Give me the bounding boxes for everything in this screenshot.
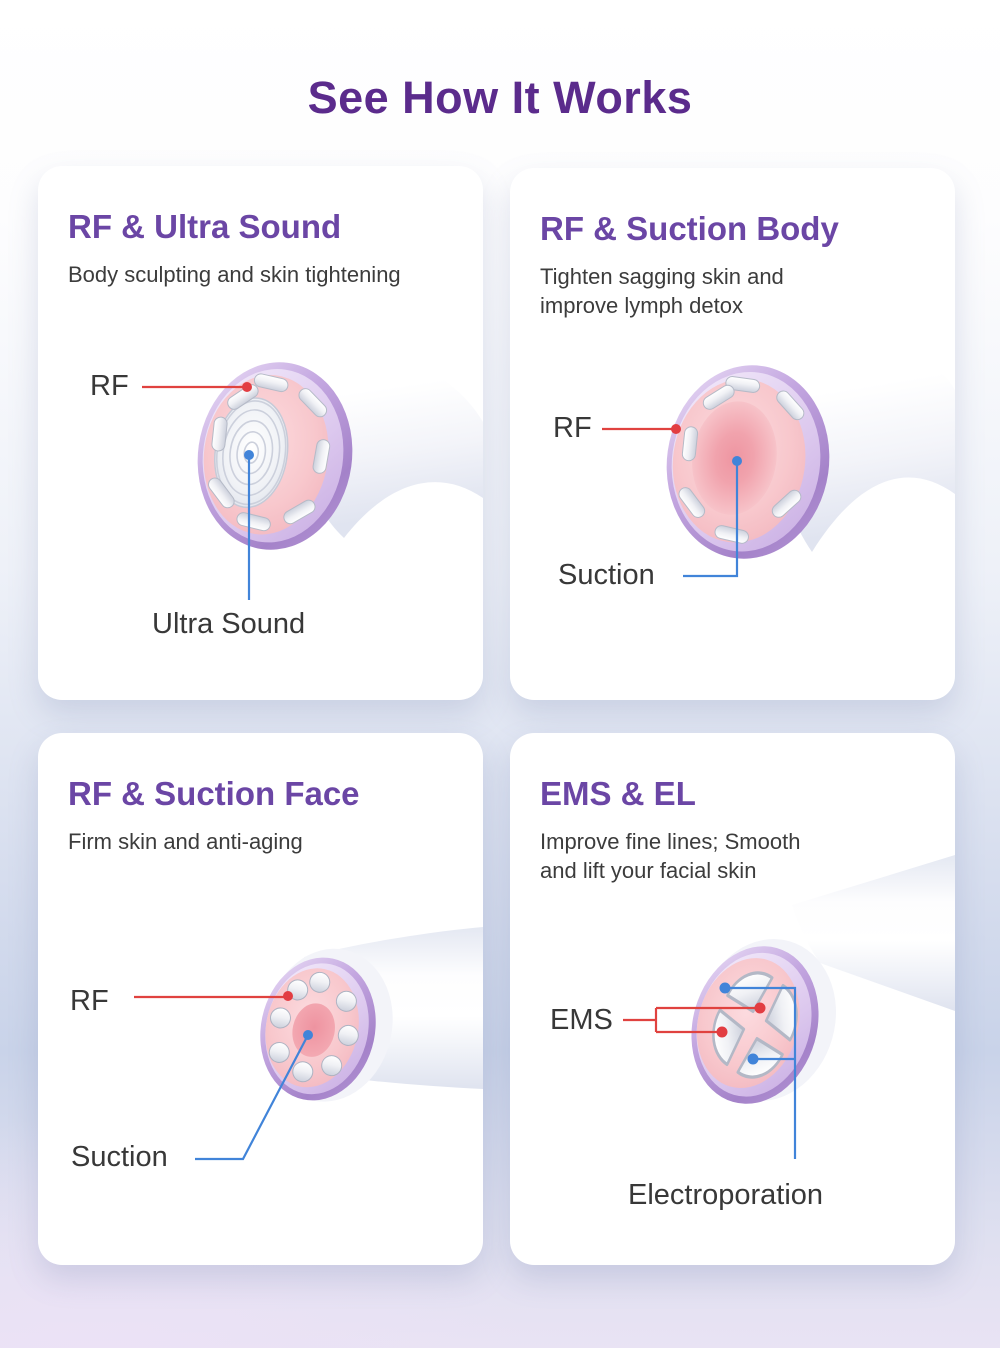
- card-ems-el: EMS & EL Improve fine lines; Smooth and …: [510, 733, 955, 1265]
- card-description: Tighten sagging skin and improve lymph d…: [540, 264, 784, 319]
- card-title: RF & Suction Body: [540, 210, 839, 247]
- card-description: Improve fine lines; Smooth and lift your…: [540, 829, 801, 884]
- callout-blue-electroporation: [719, 982, 797, 1159]
- callout-label-electroporation: Electroporation: [628, 1179, 824, 1211]
- callout-label-rf: RF: [90, 370, 129, 402]
- card-description: Body sculpting and skin tightening: [68, 262, 401, 287]
- card-title: EMS & EL: [540, 775, 696, 812]
- device-graphic-ultrasound: [142, 354, 483, 600]
- rf-electrodes: [678, 376, 805, 544]
- device-graphic-suction-face: [134, 927, 483, 1161]
- callout-blue-suction: [195, 1030, 313, 1161]
- card-title: RF & Ultra Sound: [68, 208, 342, 245]
- callout-blue-suction: [683, 456, 742, 578]
- rf-electrode-dots: [268, 971, 359, 1083]
- card-rf-suction-face: RF & Suction Face Firm skin and anti-agi…: [38, 733, 483, 1265]
- device-handle: [792, 855, 955, 1011]
- callout-red-rf: [602, 424, 681, 434]
- rf-electrodes: [208, 373, 331, 532]
- device-head: [197, 362, 353, 550]
- callout-label-rf: RF: [70, 985, 109, 1017]
- ems-petal-electrodes: [712, 971, 798, 1079]
- device-illustration-ultrasound-head: RF Ultra Sound: [38, 166, 483, 700]
- callout-red-rf: [134, 991, 293, 1001]
- device-illustration-suction-body-head: RF Suction: [510, 168, 955, 700]
- callout-label-ems: EMS: [550, 1004, 613, 1036]
- card-description: Firm skin and anti-aging: [68, 829, 303, 854]
- callout-label-rf: RF: [553, 412, 592, 444]
- callout-red-rf: [142, 382, 252, 392]
- callout-label-suction: Suction: [558, 559, 655, 591]
- device-illustration-ems-head: EMS Electroporation: [510, 733, 955, 1265]
- page-title: See How It Works: [307, 72, 693, 123]
- device-illustration-suction-face-head: RF Suction: [38, 733, 483, 1265]
- card-rf-suction-body: RF & Suction Body Tighten sagging skin a…: [510, 168, 955, 700]
- callout-label-ultra-sound: Ultra Sound: [152, 608, 306, 640]
- device-graphic-ems: [623, 855, 955, 1159]
- callout-label-suction: Suction: [71, 1141, 168, 1173]
- card-title: RF & Suction Face: [68, 775, 360, 812]
- device-graphic-suction-body: [602, 349, 955, 578]
- callout-red-ems: [623, 1002, 766, 1038]
- card-rf-ultra-sound: RF & Ultra Sound Body sculpting and skin…: [38, 166, 483, 700]
- callout-blue-ultrasound: [244, 450, 254, 600]
